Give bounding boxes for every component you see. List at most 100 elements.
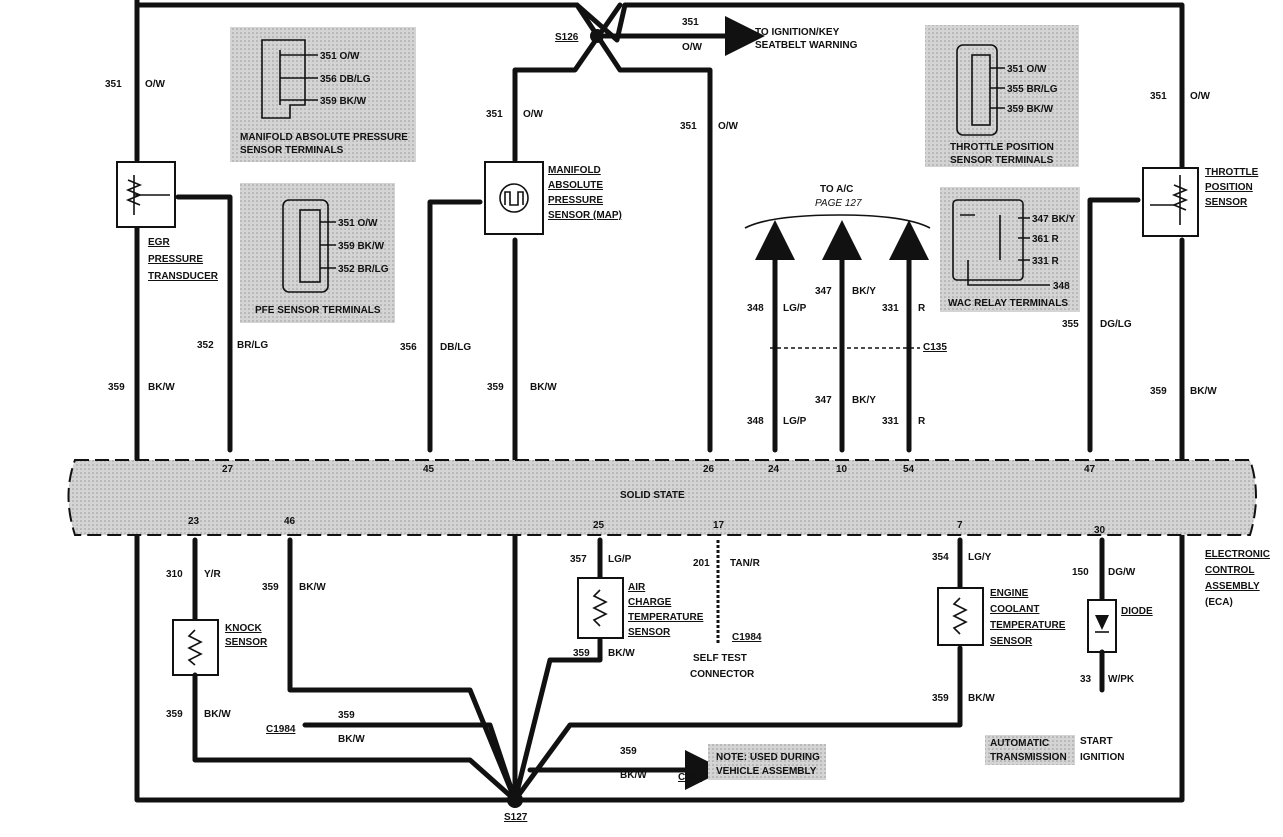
tps-sensor — [1087, 167, 1199, 453]
map-term-3: 359 BK/W — [320, 96, 367, 107]
pfe-term-title: PFE SENSOR TERMINALS — [255, 305, 381, 316]
w150-color: DG/W — [1108, 567, 1136, 578]
s126-splice — [512, 2, 765, 453]
w348-bot-color: LG/P — [783, 416, 807, 427]
w331-top-color: R — [918, 303, 926, 314]
map-feed-color: O/W — [523, 109, 544, 120]
w201-conn: C1984 — [732, 632, 762, 643]
note-line1: NOTE: USED DURING — [716, 752, 820, 763]
c199-circuit: 359 — [620, 746, 637, 757]
w355-pin: 47 — [1084, 464, 1096, 475]
knock-l2: SENSOR — [225, 637, 268, 648]
map-feed-circuit: 351 — [486, 109, 503, 120]
w354-color: LG/Y — [968, 552, 992, 563]
c1984a-circuit: 359 — [338, 710, 355, 721]
w348-top-color: LG/P — [783, 303, 807, 314]
w359-right-color: BK/W — [1190, 386, 1217, 397]
pfe-connector-icon — [282, 199, 336, 293]
w359-left-color: BK/W — [148, 382, 175, 393]
note-line2: VEHICLE ASSEMBLY — [716, 766, 817, 777]
c1984a-color: BK/W — [338, 734, 365, 745]
w355-circuit: 355 — [1062, 319, 1079, 330]
c1984a-conn: C1984 — [266, 724, 296, 735]
tps-connector-icon — [956, 44, 1005, 136]
w352-circuit: 352 — [197, 340, 214, 351]
w355-color: DG/LG — [1100, 319, 1132, 330]
wac-term-3: 331 R — [1032, 256, 1059, 267]
outer-loop — [134, 0, 1185, 803]
w348-pin: 24 — [768, 464, 780, 475]
diode-label: DIODE — [1121, 606, 1153, 617]
pin-17: 17 — [713, 520, 725, 531]
s127-label: S127 — [504, 812, 528, 823]
auto-l1: AUTOMATIC — [990, 738, 1049, 749]
c135-label: C135 — [923, 342, 947, 353]
w33-circuit: 33 — [1080, 674, 1092, 685]
ign-line1: TO IGNITION/KEY — [755, 27, 840, 38]
eca-center: SOLID STATE — [620, 490, 685, 501]
s127-splice-dot — [507, 792, 523, 808]
left-feed-color: O/W — [145, 79, 166, 90]
w359-46-color: BK/W — [299, 582, 326, 593]
map-l4: SENSOR (MAP) — [548, 210, 622, 221]
map-terminals-panel — [230, 27, 416, 162]
map-l2: ABSOLUTE — [548, 180, 603, 191]
tps-term-1: 351 O/W — [1007, 64, 1047, 75]
w347-top-circuit: 347 — [815, 286, 832, 297]
w347-bot-circuit: 347 — [815, 395, 832, 406]
mid-feed-circuit: 351 — [680, 121, 697, 132]
pfe-term-2: 359 BK/W — [338, 241, 385, 252]
pfe-term-1: 351 O/W — [338, 218, 378, 229]
tps-term-2: 355 BR/LG — [1007, 84, 1058, 95]
eca-l1: ELECTRONIC — [1205, 549, 1270, 560]
act-l4: SENSOR — [628, 627, 671, 638]
w359-46-circuit: 359 — [262, 582, 279, 593]
ect-l3: TEMPERATURE — [990, 620, 1066, 631]
pfe-terminals-panel — [240, 183, 395, 323]
pin-46: 46 — [284, 516, 296, 527]
ign-color: O/W — [682, 42, 703, 53]
w359-left-circuit: 359 — [108, 382, 125, 393]
c199-conn: C199 — [678, 772, 702, 783]
w359-act-color: BK/W — [608, 648, 635, 659]
tps-l3: SENSOR — [1205, 197, 1248, 208]
mid-feed-color: O/W — [718, 121, 739, 132]
tps-terminals-panel — [925, 25, 1079, 167]
w347-bot-color: BK/Y — [852, 395, 876, 406]
w347-top-color: BK/Y — [852, 286, 876, 297]
ac-title: TO A/C — [820, 184, 853, 195]
map-term-title2: SENSOR TERMINALS — [240, 145, 344, 156]
pin-25: 25 — [593, 520, 605, 531]
w356-circuit: 356 — [400, 342, 417, 353]
w310-color: Y/R — [204, 569, 221, 580]
ac-page: PAGE 127 — [815, 198, 862, 209]
w352-color: BR/LG — [237, 340, 268, 351]
wac-term-1: 347 BK/Y — [1032, 214, 1076, 225]
egr-sensor — [116, 161, 233, 453]
ac-wires — [744, 214, 931, 453]
w359-knock-color: BK/W — [204, 709, 231, 720]
map-term-title1: MANIFOLD ABSOLUTE PRESSURE — [240, 132, 408, 143]
egr-l1: EGR — [148, 237, 170, 248]
map-connector-icon — [261, 39, 318, 119]
tps-term-3: 359 BK/W — [1007, 104, 1054, 115]
wac-term-2: 361 R — [1032, 234, 1059, 245]
s126-label: S126 — [555, 32, 579, 43]
wac-term-title: WAC RELAY TERMINALS — [948, 298, 1068, 309]
w331-bot-circuit: 331 — [882, 416, 899, 427]
w356-pin: 45 — [423, 464, 435, 475]
act-l3: TEMPERATURE — [628, 612, 704, 623]
wac-terminals-panel — [940, 187, 1080, 312]
act-l2: CHARGE — [628, 597, 672, 608]
map-term-1: 351 O/W — [320, 51, 360, 62]
ect-l1: ENGINE — [990, 588, 1029, 599]
w359-act-circuit: 359 — [573, 648, 590, 659]
pin-23: 23 — [188, 516, 200, 527]
ect-l2: COOLANT — [990, 604, 1039, 615]
wac-term-4: 348 — [1053, 281, 1070, 292]
w33-color: W/PK — [1108, 674, 1135, 685]
ect-l4: SENSOR — [990, 636, 1033, 647]
bottom-wires — [172, 537, 1117, 808]
self-test-l1: SELF TEST — [693, 653, 747, 664]
